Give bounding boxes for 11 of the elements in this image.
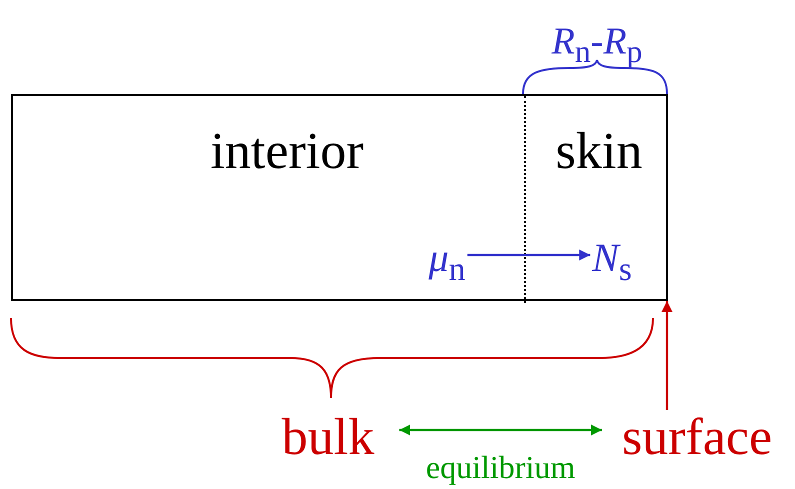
arrow [662, 301, 672, 410]
arrow [399, 424, 602, 436]
region-label: interior [210, 126, 364, 178]
width-label: R$_{n}$-R$_{p}$ [552, 22, 642, 68]
surface-label: surface [622, 412, 772, 464]
symbol-label: μ$_{n}$ [428, 238, 466, 286]
arrow [467, 250, 590, 260]
rectangle-region [11, 94, 668, 301]
symbol-label: N$_{s}$ [592, 238, 632, 286]
bulk-label: bulk [282, 412, 374, 464]
region-label: skin [556, 126, 642, 178]
